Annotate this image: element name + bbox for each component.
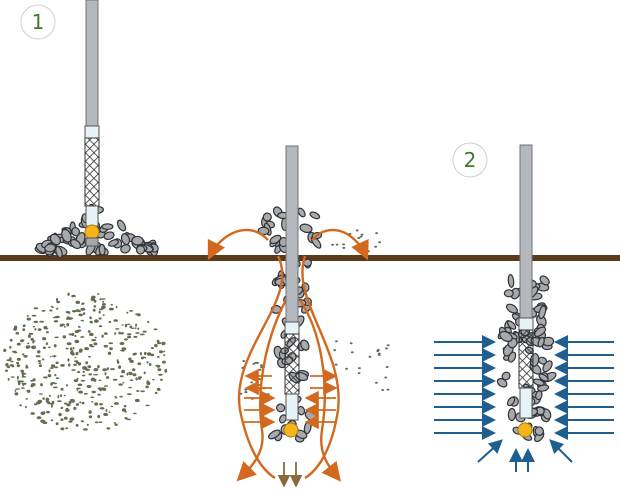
rod-lower-icon: [85, 205, 99, 227]
flow-loop-left-inner: [236, 299, 288, 482]
gravel-stone-icon: [503, 289, 514, 298]
gravel-stone-icon: [268, 429, 281, 440]
flow-loop-right: [301, 255, 340, 480]
gravel-stone-icon: [538, 305, 547, 320]
gravel-stone-icon: [262, 212, 272, 222]
gravel-stone-icon: [269, 234, 282, 245]
gravel-stone-icon: [506, 396, 516, 407]
gravel-stone-icon: [507, 407, 516, 422]
rod-icon: [85, 0, 99, 129]
gravel-stone-icon: [507, 320, 517, 330]
soil-specks: [3, 229, 390, 431]
step-label-1: 1: [32, 10, 45, 34]
gravel-stone-icon: [303, 421, 312, 435]
gravel-stone-icon: [98, 243, 106, 256]
gravel-stone-icon: [542, 408, 552, 420]
step-badge-2: 2: [452, 142, 488, 178]
step-badge-1: 1: [20, 4, 56, 40]
gravel-stone-icon: [70, 238, 82, 250]
gravel-stone-icon: [61, 228, 72, 243]
gravel-stone-icon: [505, 303, 518, 314]
lateral-flow-arrows: [244, 368, 338, 430]
gravel-stone-icon: [501, 371, 511, 381]
gravel-stone-icon: [507, 273, 515, 288]
gravel-stone-icon: [120, 244, 131, 254]
gravel-stone-icon: [535, 390, 543, 401]
gravel-stone-icon: [534, 326, 547, 337]
gravel-stone-icon: [108, 239, 119, 247]
stage-3-compaction: [434, 144, 614, 472]
gravel-stone-icon: [44, 243, 57, 253]
gravel-stone-icon: [496, 377, 508, 388]
nozzle-tip-icon-3: [517, 422, 533, 438]
gravel-stone-icon: [542, 360, 553, 373]
gravel-stone-icon: [276, 403, 286, 413]
rod-icon-3: [519, 144, 533, 321]
nozzle-tip-icon-2: [283, 422, 299, 438]
gravel-stone-icon: [309, 211, 321, 220]
gravel-stone-icon: [299, 223, 313, 234]
lateral-pressure-arrows: [434, 335, 614, 472]
gravel-stone-icon: [103, 231, 115, 241]
rod-icon-2: [285, 145, 299, 325]
gravel-stone-icon: [304, 410, 318, 422]
rod-collar-icon: [84, 125, 100, 139]
stage-1-vibrator: [34, 0, 159, 259]
gravel-stone-icon: [101, 223, 114, 231]
pressure-arrow: [477, 439, 503, 463]
gravel-stone-icon: [539, 275, 550, 286]
gravel-stone-icon: [537, 336, 545, 348]
gravel-stone-icon: [120, 233, 131, 246]
gravel-stone-icon: [135, 245, 146, 255]
ground-line: [0, 255, 620, 261]
flow-loop-right-inner: [299, 299, 341, 482]
step-label-2: 2: [464, 148, 477, 172]
stone-pile-surface: [34, 203, 159, 259]
flow-curve-right-top: [311, 228, 369, 261]
gravel-stone-icon: [300, 339, 310, 351]
flow-curve-left-top: [207, 228, 269, 261]
nozzle-tip-icon: [84, 224, 100, 240]
gravel-stone-icon: [131, 235, 144, 246]
gravel-stone-icon: [538, 373, 549, 382]
gravel-stone-icon: [534, 426, 544, 436]
gravel-stone-icon: [71, 226, 81, 237]
stage-2-penetration: [207, 145, 369, 488]
gravel-stone-icon: [507, 351, 517, 363]
flow-loop-left: [237, 255, 284, 480]
pressure-arrow: [549, 439, 573, 463]
gravel-stone-icon: [49, 233, 62, 246]
gravel-stone-icon: [116, 219, 127, 232]
gravel-stone-icon: [297, 207, 306, 218]
gravel-stone-icon: [499, 330, 513, 342]
